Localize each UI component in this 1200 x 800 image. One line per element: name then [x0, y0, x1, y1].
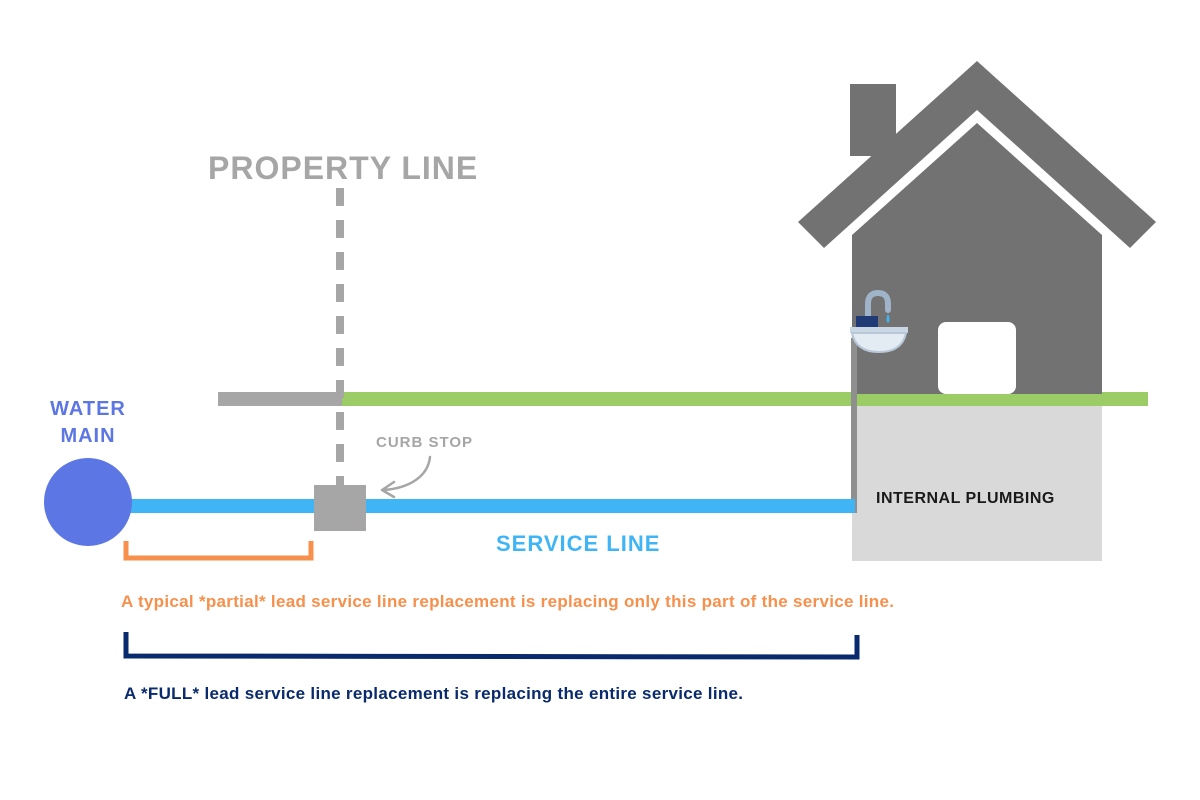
curb-stop-label: CURB STOP: [376, 434, 474, 451]
house-door: [938, 322, 1016, 394]
service-line-pipe: [100, 499, 855, 513]
sink-rim: [850, 327, 908, 333]
curb-stop-box: [314, 485, 366, 531]
property-line-label: PROPERTY LINE: [208, 150, 479, 186]
sink-basin: [850, 332, 908, 354]
curb-stop-arrowhead: [380, 480, 396, 499]
full-replacement-caption: A *FULL* lead service line replacement i…: [124, 684, 744, 703]
ground-public-segment: [218, 392, 342, 406]
internal-plumbing-label: INTERNAL PLUMBING: [876, 490, 1055, 507]
partial-replacement-caption: A typical *partial* lead service line re…: [121, 592, 895, 611]
ground-yard-segment: [342, 392, 1148, 406]
house-roof: [798, 61, 1156, 248]
water-main-circle: [44, 458, 132, 546]
house-foundation: [852, 406, 1102, 561]
house-wall: [852, 123, 1102, 394]
water-main-label: WATER MAIN: [50, 398, 126, 447]
full-replacement-bracket: [123, 632, 860, 660]
faucet-handle: [856, 316, 878, 328]
service-line-label: SERVICE LINE: [496, 531, 661, 556]
house-icon: [798, 61, 1156, 394]
curb-stop-arrow: [382, 455, 432, 492]
partial-replacement-bracket: [123, 541, 314, 561]
faucet-spout: [865, 289, 891, 329]
internal-plumbing-pipe: [851, 338, 857, 513]
water-drop: [886, 314, 890, 323]
sink-icon: [850, 289, 908, 354]
